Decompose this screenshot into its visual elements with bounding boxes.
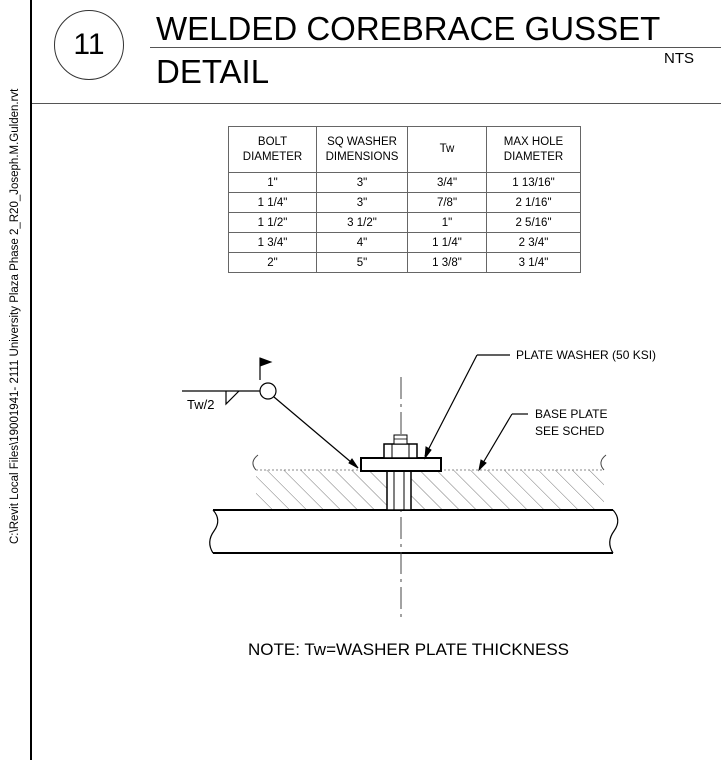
table-cell: 3 1/2" — [316, 212, 408, 233]
table-row: 1 1/2" 3 1/2" 1" 2 5/16" — [228, 212, 581, 233]
nut — [383, 443, 418, 459]
weld-all-around-icon — [259, 382, 277, 400]
detail-title-line1: WELDED COREBRACE GUSSET — [156, 10, 661, 47]
table-row: 1 1/4" 3" 7/8" 2 1/16" — [228, 192, 581, 213]
table-cell: 1 1/2" — [228, 212, 317, 233]
table-cell: 5" — [316, 252, 408, 273]
base-plate-schedule-ref: SEE SCHED — [535, 424, 605, 438]
table-cell: 3 1/4" — [486, 252, 581, 273]
table-row: 2" 5" 1 3/8" 3 1/4" — [228, 252, 581, 273]
title-block-divider — [32, 103, 721, 104]
table-cell: 1 3/8" — [407, 252, 487, 273]
detail-title-line2: DETAIL — [156, 53, 270, 90]
weld-symbol — [182, 357, 359, 469]
plate-washer-leader — [424, 354, 510, 460]
thickness-note: NOTE: Tw=WASHER PLATE THICKNESS — [248, 640, 570, 659]
weld-size-label: Tw/2 — [187, 397, 215, 412]
washer-schedule-table: BOLT DIAMETER SQ WASHER DIMENSIONS Tw MA… — [228, 126, 581, 273]
plate-washer-label: PLATE WASHER (50 KSI) — [516, 348, 657, 362]
table-row: 1 3/4" 4" 1 1/4" 2 3/4" — [228, 232, 581, 253]
bolt-assembly — [360, 434, 442, 511]
title-underline — [150, 47, 721, 48]
base-plate-leader — [478, 413, 528, 472]
scale-label: NTS — [664, 50, 694, 67]
header-washer-dimensions: SQ WASHER DIMENSIONS — [316, 126, 408, 173]
table-row: 1" 3" 3/4" 1 13/16" — [228, 172, 581, 193]
detail-number-bubble: 11 — [54, 10, 124, 80]
detail-number: 11 — [73, 28, 105, 61]
weld-leader — [273, 396, 359, 469]
gusset-plate — [209, 509, 619, 554]
bolt-tip — [393, 434, 408, 445]
base-plate-label: BASE PLATE — [535, 407, 608, 421]
sheet-border-left — [30, 0, 32, 760]
header-max-hole-diameter: MAX HOLE DIAMETER — [486, 126, 581, 173]
plate-washer — [360, 457, 442, 472]
field-weld-flag-icon — [259, 357, 273, 367]
